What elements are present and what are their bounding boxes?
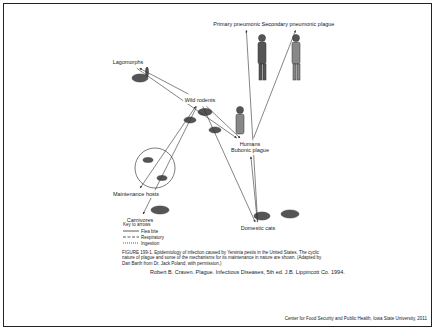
- legend: Flea biteRespiratoryIngestion: [123, 228, 164, 246]
- note-text: Robert B. Craven. Plague. Infectious Dis…: [150, 269, 345, 275]
- node-text: Wild rodents: [185, 97, 216, 103]
- transmission-arrow: [140, 68, 189, 94]
- legend-row: Flea bite: [123, 228, 164, 234]
- legend-text: Flea bite: [141, 229, 158, 234]
- legend-text: Ingestion: [141, 241, 159, 246]
- slide-frame: [3, 3, 432, 327]
- diagram-label-box: Lagomorphs: [111, 58, 146, 66]
- transmission-arrow: [207, 106, 241, 138]
- legend-heading: Key to arrows: [123, 222, 151, 227]
- node-text: Bubonic plague: [231, 147, 269, 153]
- diagram-label-box: Secondary pneumonic plague: [260, 20, 337, 28]
- legend-line-sample: [123, 235, 139, 239]
- node-text: Lagomorphs: [113, 59, 144, 65]
- transmission-arrow: [254, 30, 296, 138]
- transmission-arrow: [203, 106, 255, 222]
- legend-line-sample: [123, 241, 139, 245]
- transmission-arrow: [246, 30, 257, 222]
- legend-text: Respiratory: [141, 235, 164, 240]
- transmission-arrow: [251, 157, 257, 222]
- legend-row: Respiratory: [123, 234, 164, 240]
- node-text: Humans: [231, 141, 269, 147]
- transmission-arrow: [137, 68, 237, 138]
- node-text: Secondary pneumonic plague: [262, 21, 335, 27]
- diagram-label-box: Wild rodents: [183, 96, 218, 104]
- diagram-label-box: Maintenance hosts: [111, 190, 161, 198]
- diagram-label-box: Domestic cats: [239, 224, 278, 232]
- legend-line-sample: [123, 229, 139, 233]
- legend-row: Ingestion: [123, 240, 164, 246]
- transmission-arrow: [140, 106, 196, 188]
- node-text: Domestic cats: [241, 225, 276, 231]
- diagram-label-box: HumansBubonic plague: [229, 140, 271, 155]
- node-text: Maintenance hosts: [113, 191, 159, 197]
- note-text: Center for Food Security and Public Heal…: [285, 316, 427, 321]
- figure-caption: FIGURE 199-1. Epidemiology of infection …: [122, 250, 322, 266]
